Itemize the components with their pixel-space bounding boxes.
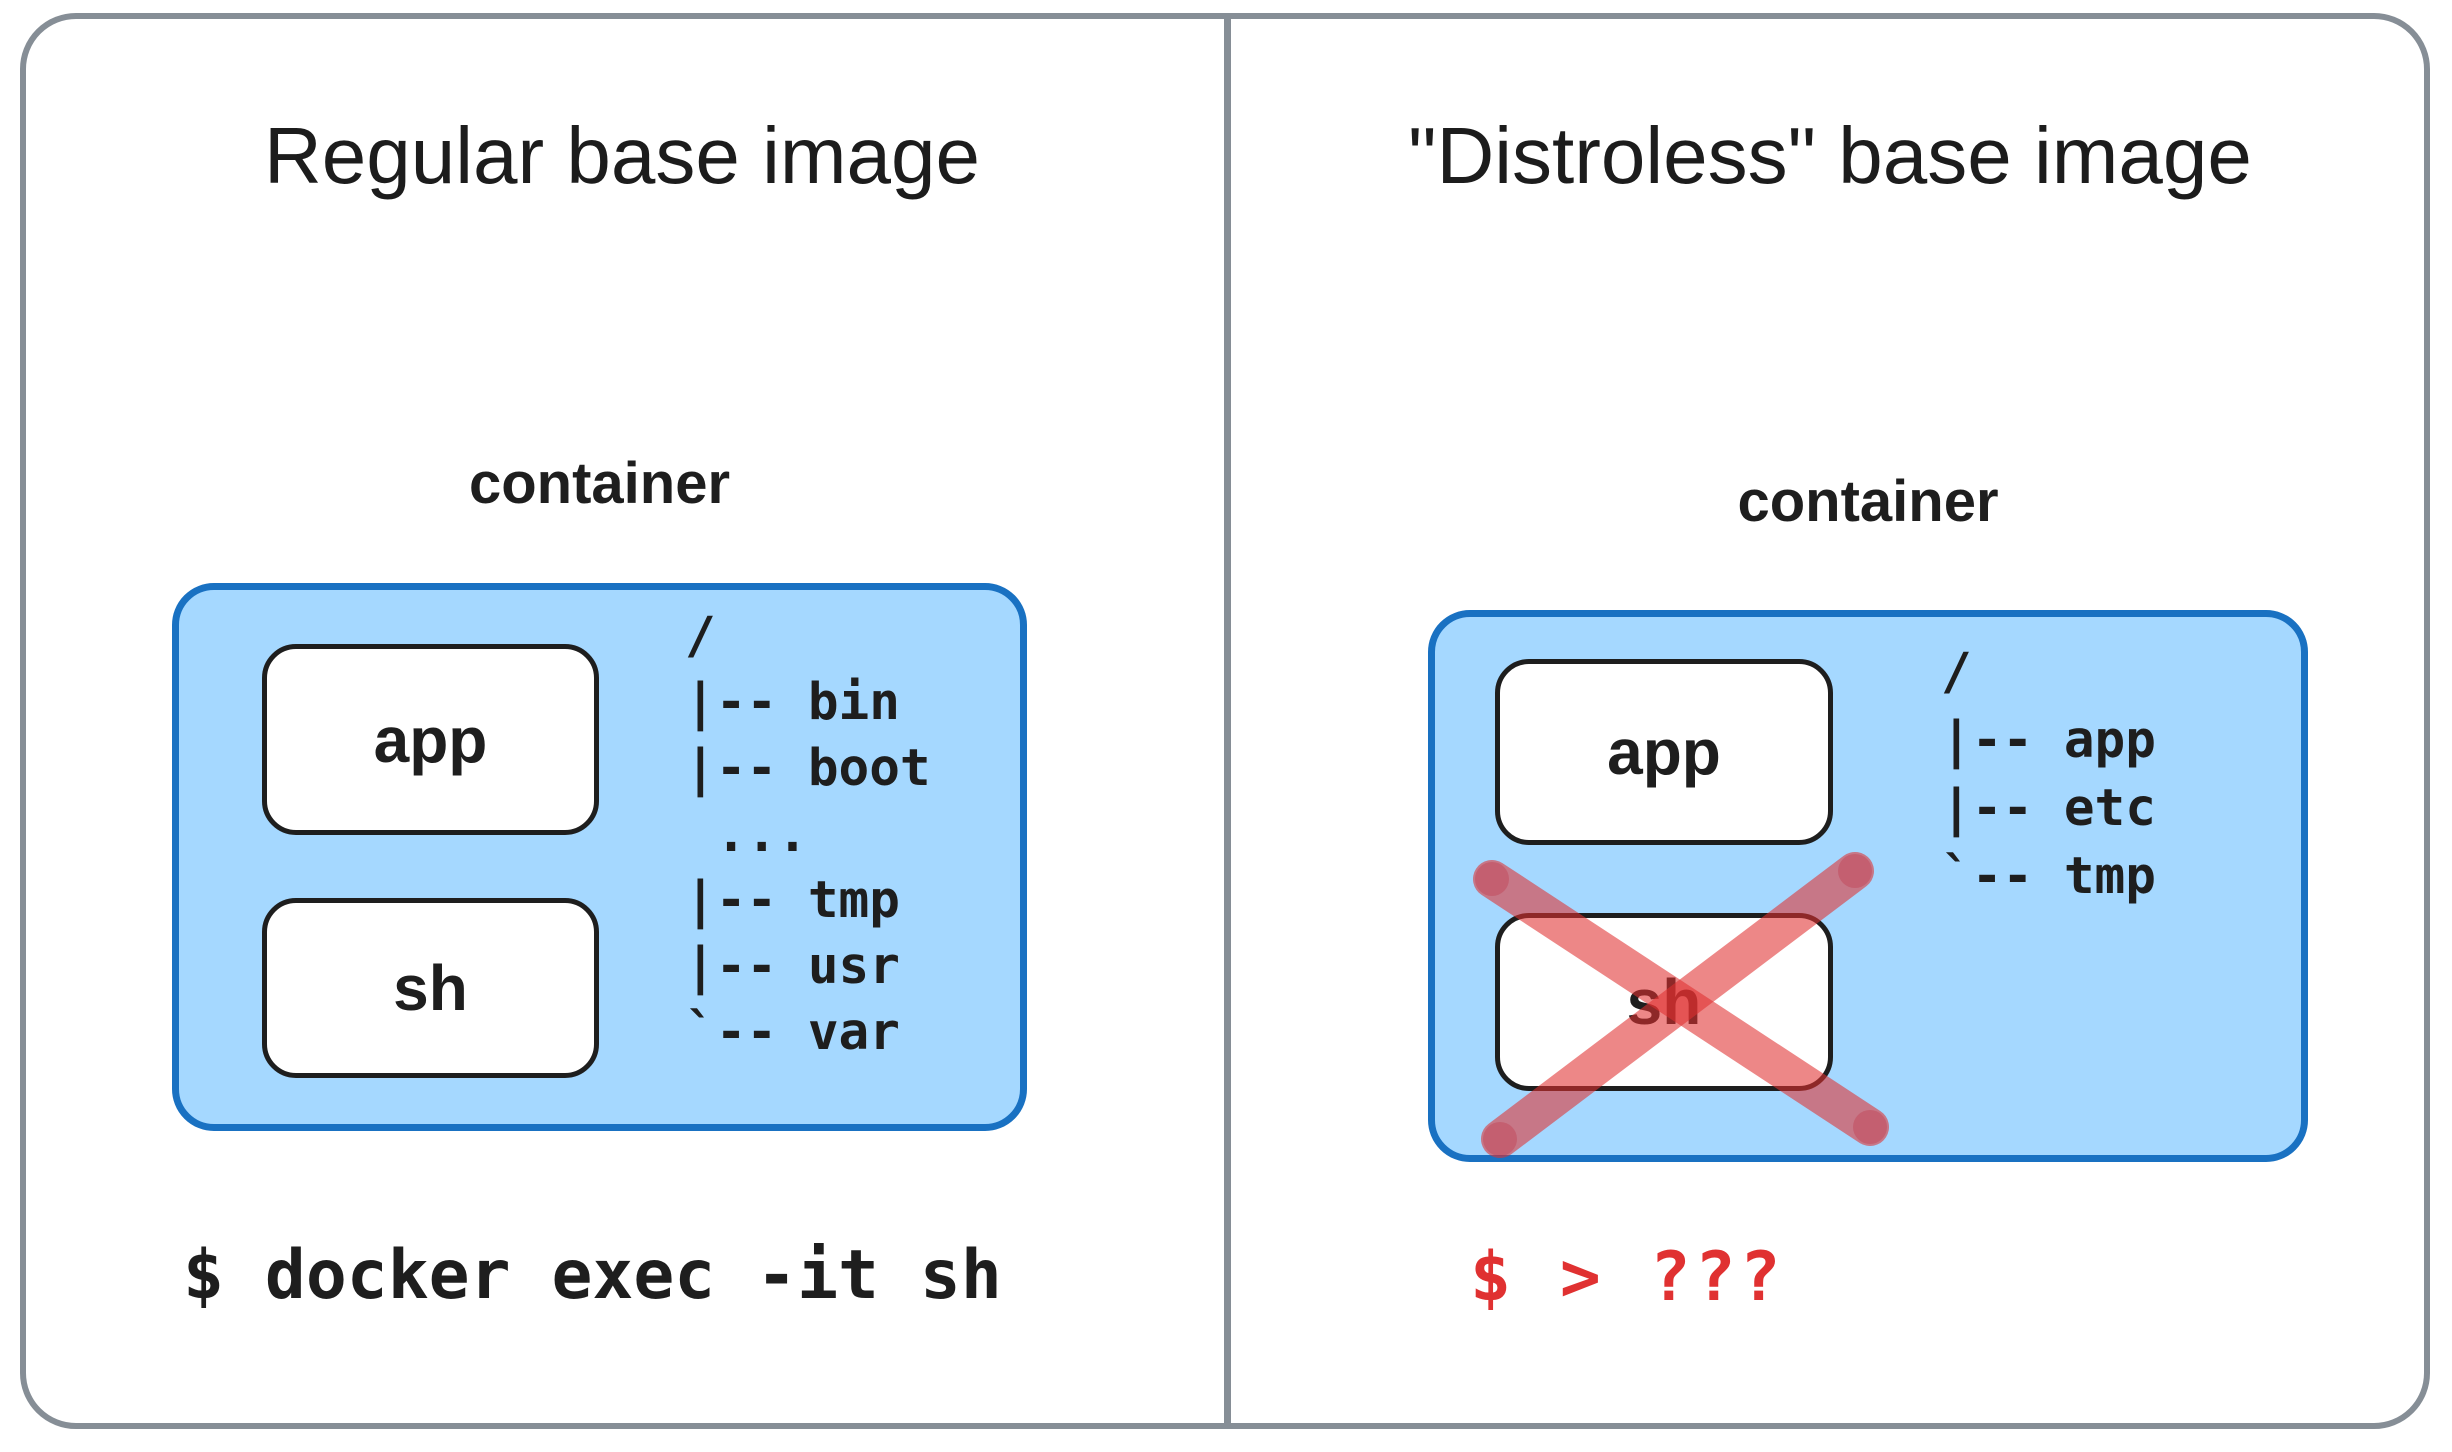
right-sh-label: sh <box>1626 966 1702 1038</box>
left-container-label: container <box>468 451 731 516</box>
right-app-label: app <box>1607 716 1721 788</box>
left-app-box: app <box>262 644 599 835</box>
right-command-text: $ > ??? <box>1470 1238 1785 1317</box>
left-container-box: app sh / |-- bin |-- boot ... |-- tmp |-… <box>172 583 1027 1131</box>
right-panel-title: "Distroless" base image <box>1408 111 2252 200</box>
right-container-box: app sh / |-- app |-- etc `-- tmp <box>1428 610 2308 1162</box>
right-file-tree: / |-- app |-- etc `-- tmp <box>1941 643 2156 906</box>
left-command-text: $ docker exec -it sh <box>183 1236 1002 1315</box>
left-sh-box: sh <box>262 898 599 1078</box>
panel-divider <box>1224 16 1231 1428</box>
left-panel-title: Regular base image <box>264 111 980 200</box>
right-container-label: container <box>1737 469 1999 534</box>
left-file-tree: / |-- bin |-- boot ... |-- tmp |-- usr `… <box>685 607 931 1062</box>
left-sh-label: sh <box>393 952 468 1024</box>
left-app-label: app <box>373 703 488 776</box>
right-app-box: app <box>1495 659 1833 845</box>
right-sh-box: sh <box>1495 913 1833 1091</box>
